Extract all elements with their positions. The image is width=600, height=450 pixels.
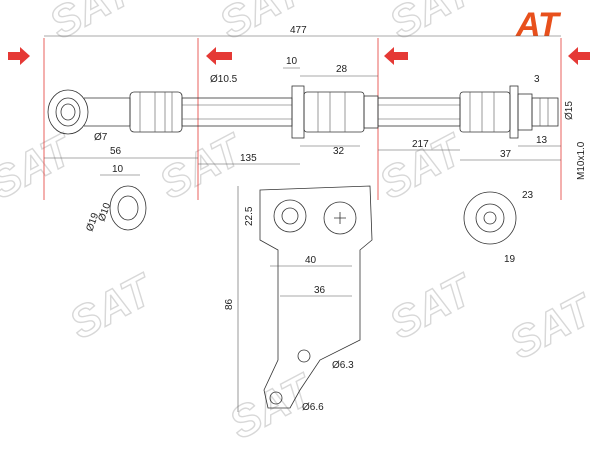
svg-text:SAT: SAT [372, 124, 473, 209]
svg-text:36: 36 [314, 285, 326, 296]
red-markers [43, 38, 562, 200]
red-arrows [8, 47, 590, 65]
svg-text:SAT: SAT [0, 124, 82, 209]
hose-section [181, 97, 293, 127]
svg-text:AT: AT [515, 6, 562, 44]
svg-text:217: 217 [412, 139, 429, 150]
svg-text:40: 40 [305, 255, 317, 266]
svg-text:10: 10 [112, 164, 124, 175]
arrow-left-icon [568, 47, 590, 65]
mid-clip [291, 85, 305, 139]
arrow-right-icon [8, 47, 30, 65]
svg-text:Ø6.6: Ø6.6 [302, 402, 324, 413]
svg-text:SAT: SAT [62, 264, 163, 349]
svg-text:Ø7: Ø7 [94, 132, 108, 143]
svg-text:SAT: SAT [42, 0, 143, 49]
at-logo: AT [515, 6, 562, 44]
svg-text:Ø10.5: Ø10.5 [210, 74, 238, 85]
svg-text:22.5: 22.5 [244, 206, 255, 226]
svg-text:135: 135 [240, 153, 257, 164]
svg-text:Ø6.3: Ø6.3 [332, 360, 354, 371]
hose-dims: Ø10.5 10 28 3 Ø15 Ø7 56 135 32 217 37 13… [44, 56, 587, 180]
svg-text:SAT: SAT [502, 284, 600, 369]
nut-detail: 23 19 [463, 190, 534, 265]
svg-text:13: 13 [536, 135, 548, 146]
svg-text:477: 477 [290, 25, 307, 36]
end-nut [531, 97, 559, 127]
svg-text:28: 28 [336, 64, 348, 75]
hose-assembly [47, 85, 559, 139]
crimp-fitting [129, 91, 183, 133]
arrow-left-icon [384, 47, 408, 65]
svg-text:86: 86 [224, 298, 235, 310]
overall-length-dim: 477 [44, 25, 561, 37]
svg-text:3: 3 [534, 74, 540, 85]
svg-text:Ø15: Ø15 [564, 101, 575, 120]
svg-text:19: 19 [504, 254, 516, 265]
svg-text:SAT: SAT [382, 264, 483, 349]
svg-text:37: 37 [500, 149, 512, 160]
arrow-left-icon [206, 47, 232, 65]
svg-text:M10x1.0: M10x1.0 [576, 141, 587, 180]
svg-text:10: 10 [286, 56, 298, 67]
svg-text:56: 56 [110, 146, 122, 157]
svg-text:32: 32 [333, 146, 345, 157]
svg-text:SAT: SAT [152, 124, 253, 209]
svg-text:23: 23 [522, 190, 534, 201]
svg-text:SAT: SAT [382, 0, 483, 49]
banjo-detail: 10 Ø10 Ø19 [84, 164, 147, 233]
bolt-head [323, 201, 357, 235]
banjo-fitting [47, 89, 89, 135]
bracket-hole [273, 199, 307, 233]
bracket: 86 22.5 40 36 Ø6.3 Ø6.6 [224, 185, 373, 413]
